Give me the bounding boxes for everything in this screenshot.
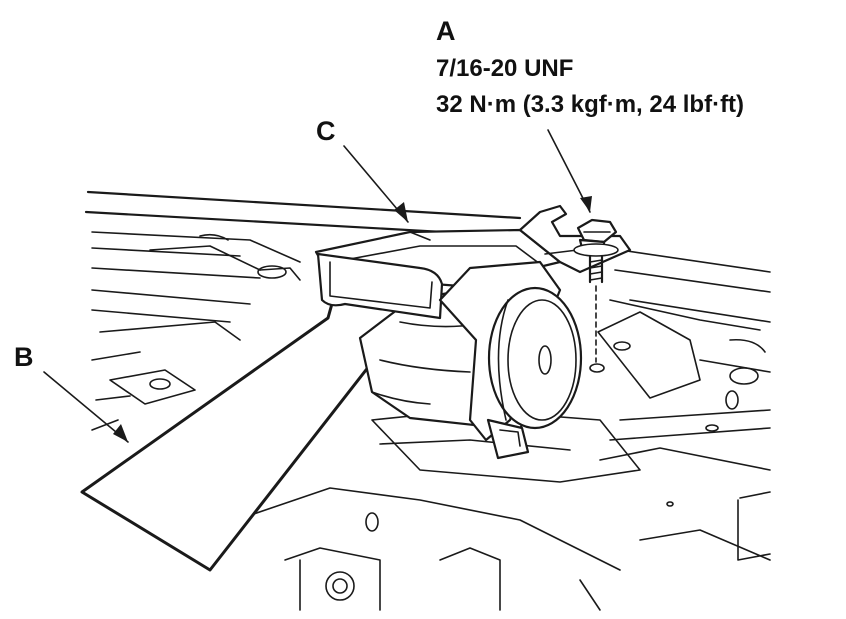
- mounting-bolt: [573, 218, 619, 363]
- floor-panel: [84, 190, 771, 611]
- callout-a-thread-spec: 7/16-20 UNF: [436, 55, 573, 82]
- leader-lines: [43, 129, 592, 443]
- callout-a-torque-spec: 32 N·m (3.3 kgf·m, 24 lbf·ft): [436, 91, 744, 118]
- retractor-assembly: [314, 204, 632, 460]
- callout-a-label: A: [436, 16, 456, 46]
- callout-b-label: B: [14, 342, 34, 372]
- callout-c-label: C: [316, 116, 336, 146]
